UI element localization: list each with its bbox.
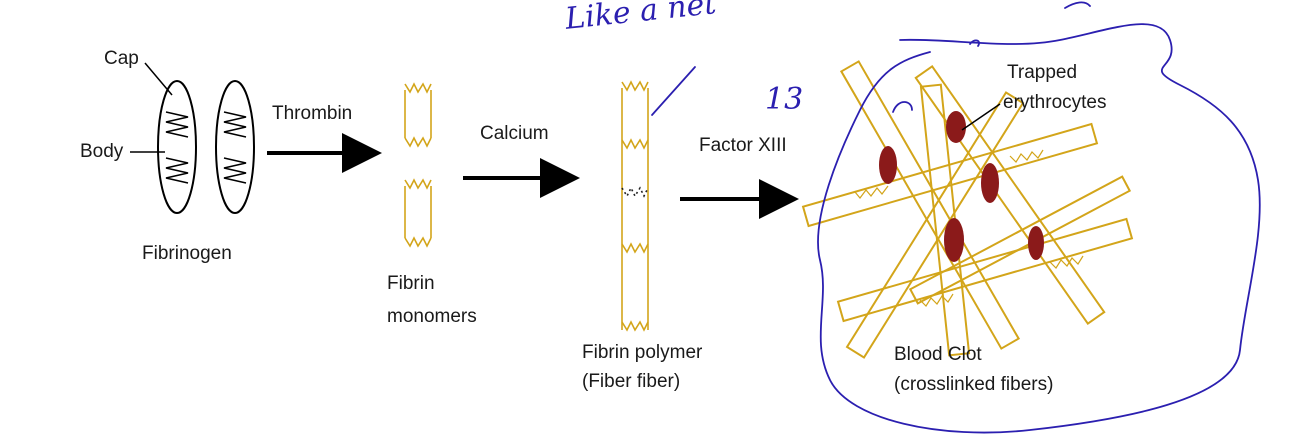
body-label: Body xyxy=(80,141,124,162)
fibrin-monomer-2 xyxy=(404,178,432,248)
cap-pointer xyxy=(144,62,173,96)
fibrinogen-molecule-2 xyxy=(215,80,255,214)
thrombin-label: Thrombin xyxy=(272,103,353,124)
fibrin-monomers-label-line2: monomers xyxy=(387,306,477,327)
fibrin-monomers-label-line1: Fibrin xyxy=(387,273,435,294)
erythrocyte xyxy=(944,218,964,262)
blood-clot-label-line1: Blood Clot xyxy=(894,344,982,365)
trapped-erythrocytes-label-line2: erythrocytes xyxy=(1003,92,1107,113)
erythrocytes xyxy=(879,111,1044,262)
blood-clot-label-line2: (crosslinked fibers) xyxy=(894,374,1054,395)
net-pointer xyxy=(651,66,696,116)
cap-label: Cap xyxy=(104,48,139,69)
erythrocyte xyxy=(879,146,897,184)
fibrin-polymer-label-line2: (Fiber fiber) xyxy=(582,371,681,392)
clot-outline xyxy=(817,23,1261,434)
trapped-pointer xyxy=(961,103,1001,131)
fibrin-polymer-label-line1: Fibrin polymer xyxy=(582,342,703,363)
erythrocyte xyxy=(981,163,999,203)
erythrocyte xyxy=(1028,226,1044,260)
fibrin-polymer xyxy=(621,80,649,332)
fibrin-monomer-1 xyxy=(404,82,432,148)
calcium-label: Calcium xyxy=(480,123,549,144)
erythrocyte xyxy=(946,111,966,143)
factor-number-annotation: 13 xyxy=(765,82,804,117)
factor-xiii-label: Factor XIII xyxy=(699,135,787,156)
fibrinogen-molecule-1 xyxy=(157,80,197,214)
trapped-erythrocytes-label-line1: Trapped xyxy=(1007,62,1078,83)
fibrinogen-label: Fibrinogen xyxy=(142,243,232,264)
hand-drawn-ink xyxy=(651,1,1261,434)
